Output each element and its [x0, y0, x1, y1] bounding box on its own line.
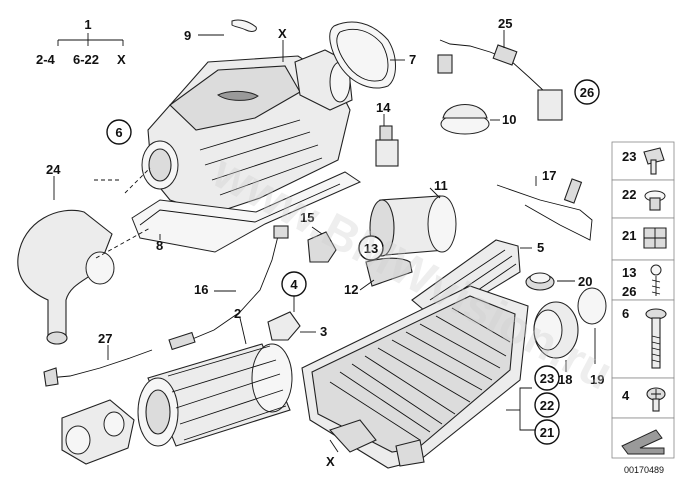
disc-item-19: [577, 287, 607, 325]
bellows-item-18: [533, 301, 579, 359]
seal-item-9: [231, 19, 257, 32]
callout-4: 4: [290, 277, 298, 292]
cap-item-10: [440, 104, 490, 135]
bracket-item-3: [267, 311, 301, 341]
diagram-number: 00170489: [624, 465, 664, 475]
callout-20: 20: [578, 274, 592, 289]
callout-18: 18: [558, 372, 572, 387]
callout-26: 26: [580, 85, 594, 100]
bracket-item-15: [307, 231, 337, 263]
hose-item-16: [168, 225, 289, 351]
callout-12: 12: [344, 282, 358, 297]
sensor-cable-item-25: [437, 39, 563, 121]
resonator-item-11: [369, 195, 457, 257]
elbow-duct-item-24: [17, 209, 115, 345]
header-x: X: [117, 52, 126, 67]
leader-lines: [53, 30, 596, 453]
gasket-item-8: [131, 171, 362, 253]
circle-26: [574, 79, 600, 105]
circle-22: [534, 392, 560, 418]
sidebar-21: 21: [622, 228, 636, 243]
ring-item-20: [525, 272, 555, 291]
callout-13: 13: [364, 241, 378, 256]
callout-6: 6: [115, 125, 122, 140]
callout-labels: 9 X 7 25 14 10 24 17 11 15 5 8 12 20 16 …: [46, 16, 604, 469]
assembly-header: 1 2-4 6-22 X: [36, 17, 126, 67]
sidebar-6: 6: [622, 306, 629, 321]
callout-7: 7: [409, 52, 416, 67]
sidebar-22: 22: [622, 187, 636, 202]
callout-17: 17: [542, 168, 556, 183]
header-range-2-4: 2-4: [36, 52, 56, 67]
circle-4: [281, 271, 307, 297]
callout-10: 10: [502, 112, 516, 127]
callout-x-top: X: [278, 26, 287, 41]
callout-9: 9: [184, 28, 191, 43]
callout-16: 16: [194, 282, 208, 297]
circle-23: [534, 365, 560, 391]
callout-22: 22: [540, 398, 554, 413]
callout-15: 15: [300, 210, 314, 225]
callout-11: 11: [434, 178, 448, 193]
callout-3: 3: [320, 324, 327, 339]
sidebar-4: 4: [622, 388, 630, 403]
valve-item-14: [375, 125, 399, 167]
circled-callouts: 6 26 13 4 23 22 21: [106, 79, 600, 445]
callout-x-bottom: X: [326, 454, 335, 469]
sidebar-13: 13: [622, 265, 636, 280]
callout-21: 21: [540, 425, 554, 440]
circle-6: [106, 119, 132, 145]
callout-5: 5: [537, 240, 544, 255]
filter-element-item-2: [137, 343, 293, 447]
circle-21: [534, 419, 560, 445]
callout-23: 23: [540, 371, 554, 386]
seal-item-7: [329, 21, 396, 89]
callout-2: 2: [234, 306, 241, 321]
sidebar-23: 23: [622, 149, 636, 164]
throttle-body: [61, 399, 135, 465]
callout-19: 19: [590, 372, 604, 387]
hose-item-27: [43, 349, 153, 387]
callout-27: 27: [98, 331, 112, 346]
callout-24: 24: [46, 162, 61, 177]
header-range-6-22: 6-22: [73, 52, 99, 67]
air-filter-housing-lower: [301, 285, 529, 469]
callout-25: 25: [498, 16, 512, 31]
air-filter-housing-upper: [141, 49, 353, 215]
callout-8: 8: [156, 238, 163, 253]
circle-13: [358, 235, 384, 261]
sensor-item-17: [496, 178, 593, 241]
header-number: 1: [84, 17, 91, 32]
direction-arrow-icon: [621, 429, 665, 455]
sidebar-26: 26: [622, 284, 636, 299]
callout-14: 14: [376, 100, 391, 115]
hardware-sidebar: 23 22 21 13 26 6 4: [611, 141, 675, 459]
